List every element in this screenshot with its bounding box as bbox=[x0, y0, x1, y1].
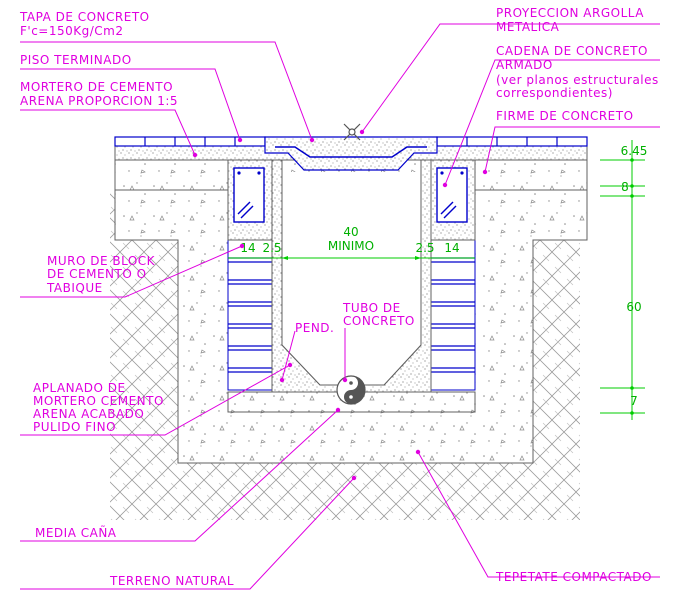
tapa-de-concreto bbox=[264, 136, 438, 171]
dim-firme: 6.45 bbox=[621, 144, 648, 158]
dim-ancho-interior: 40 MINIMO 14 2.5 2.5 14 bbox=[228, 225, 475, 260]
label-tapa-1: TAPA DE CONCRETO bbox=[19, 10, 150, 24]
cadena-derecha bbox=[430, 159, 476, 241]
label-proyeccion-2: METALICA bbox=[496, 20, 560, 34]
label-terreno: TERRENO NATURAL bbox=[109, 574, 234, 588]
label-muro-1: MURO DE BLOCK bbox=[47, 254, 156, 268]
label-cadena-1: CADENA DE CONCRETO bbox=[496, 44, 648, 58]
block-courses-left bbox=[228, 257, 272, 373]
label-pend: PEND. bbox=[295, 321, 334, 335]
label-mortero-1: MORTERO DE CEMENTO bbox=[20, 80, 173, 94]
label-tepetate: TEPETATE COMPACTADO bbox=[495, 570, 652, 584]
label-media-cana: MEDIA CAÑA bbox=[35, 525, 117, 540]
dim-width-value: 40 bbox=[343, 225, 358, 239]
muro-block-derecho bbox=[430, 239, 476, 391]
label-aplanado-3: ARENA ACABADO bbox=[33, 407, 144, 421]
dim-left-block: 14 bbox=[240, 241, 255, 255]
label-piso: PISO TERMINADO bbox=[20, 53, 132, 67]
label-firme: FIRME DE CONCRETO bbox=[496, 109, 634, 123]
argolla-metalica-icon bbox=[343, 123, 361, 141]
label-mortero-2: ARENA PROPORCION 1:5 bbox=[20, 94, 178, 108]
dim-right-plaster: 2.5 bbox=[415, 241, 434, 255]
label-cadena-2: ARMADO bbox=[496, 58, 553, 72]
dim-left-plaster: 2.5 bbox=[262, 241, 281, 255]
dim-depth: 60 bbox=[626, 300, 641, 314]
tubo-de-concreto bbox=[336, 375, 366, 405]
cadena-izquierda bbox=[227, 159, 273, 241]
label-aplanado-1: APLANADO DE bbox=[33, 381, 126, 395]
label-muro-2: DE CEMENTO O bbox=[47, 267, 147, 281]
label-cadena-4: correspondientes) bbox=[496, 86, 613, 100]
dim-right-block: 14 bbox=[444, 241, 459, 255]
label-cadena-3: (ver planos estructurales bbox=[496, 73, 659, 87]
dim-cadena: 8 bbox=[621, 180, 629, 194]
dim-vertical: 6.45 8 60 7 bbox=[600, 140, 647, 420]
label-tapa-2: F'c=150Kg/Cm2 bbox=[20, 24, 124, 38]
leader-dots bbox=[192, 129, 488, 481]
label-tubo-1: TUBO DE bbox=[342, 301, 401, 315]
label-tubo-2: CONCRETO bbox=[343, 314, 415, 328]
label-proyeccion-1: PROYECCION ARGOLLA bbox=[496, 6, 644, 20]
dim-width-note: MINIMO bbox=[328, 239, 374, 253]
leader-lines bbox=[20, 23, 660, 590]
label-muro-3: TABIQUE bbox=[46, 281, 103, 295]
label-aplanado-2: MORTERO CEMENTO bbox=[33, 394, 164, 408]
dim-base: 7 bbox=[630, 394, 638, 408]
label-aplanado-4: PULIDO FINO bbox=[33, 420, 116, 434]
block-courses-right bbox=[431, 257, 475, 373]
